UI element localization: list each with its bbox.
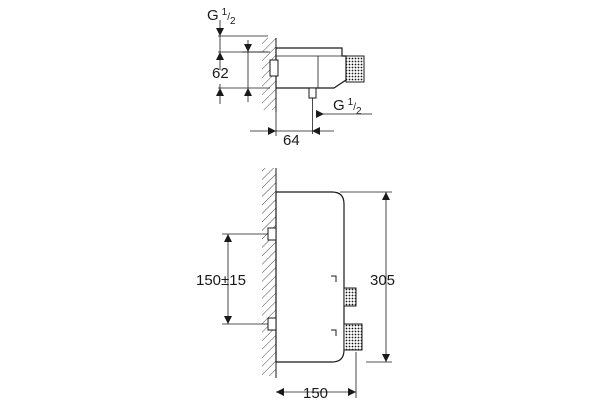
height-arrow-bottom xyxy=(382,354,390,362)
spacing-arrow-top xyxy=(224,234,232,242)
indicator-mark-1 xyxy=(331,275,337,282)
height-arrow-top xyxy=(382,192,390,200)
outlet-pipe xyxy=(308,87,317,99)
thermostat-body-top xyxy=(275,47,347,89)
d64-arrow-left xyxy=(268,127,276,135)
wall-hatch-top xyxy=(262,38,276,110)
side-knob-lower xyxy=(343,323,363,351)
h62-arrow-top xyxy=(244,44,252,52)
spacing-arrow-bottom xyxy=(224,316,232,324)
height-dimension-62: 62 xyxy=(212,65,229,82)
d64-arrow-right xyxy=(312,127,320,135)
depth-dimension-64: 64 xyxy=(283,132,300,149)
thermostat-body-front xyxy=(275,191,345,363)
outlet-arrow xyxy=(316,110,324,118)
spacing-dimension: 150±15 xyxy=(196,272,246,289)
side-knob-upper xyxy=(343,287,357,307)
width-arrow-left xyxy=(276,388,284,396)
inlet-connector-top xyxy=(269,59,279,77)
width-dimension-150: 150 xyxy=(303,385,328,400)
lower-inlet-connector xyxy=(267,317,277,331)
h62-left-arrow xyxy=(216,88,224,96)
wall-hatch-front xyxy=(262,168,276,376)
inlet-arrow-2 xyxy=(216,52,224,60)
upper-inlet-connector xyxy=(267,227,277,241)
knob-top xyxy=(345,55,365,83)
front-view: 150±15 305 150 xyxy=(196,168,395,400)
height-dimension-305: 305 xyxy=(370,272,395,289)
h62-arrow-bottom xyxy=(244,88,252,96)
inlet-arrow-1 xyxy=(216,28,224,36)
indicator-mark-2 xyxy=(331,329,337,336)
width-arrow-right xyxy=(348,388,356,396)
